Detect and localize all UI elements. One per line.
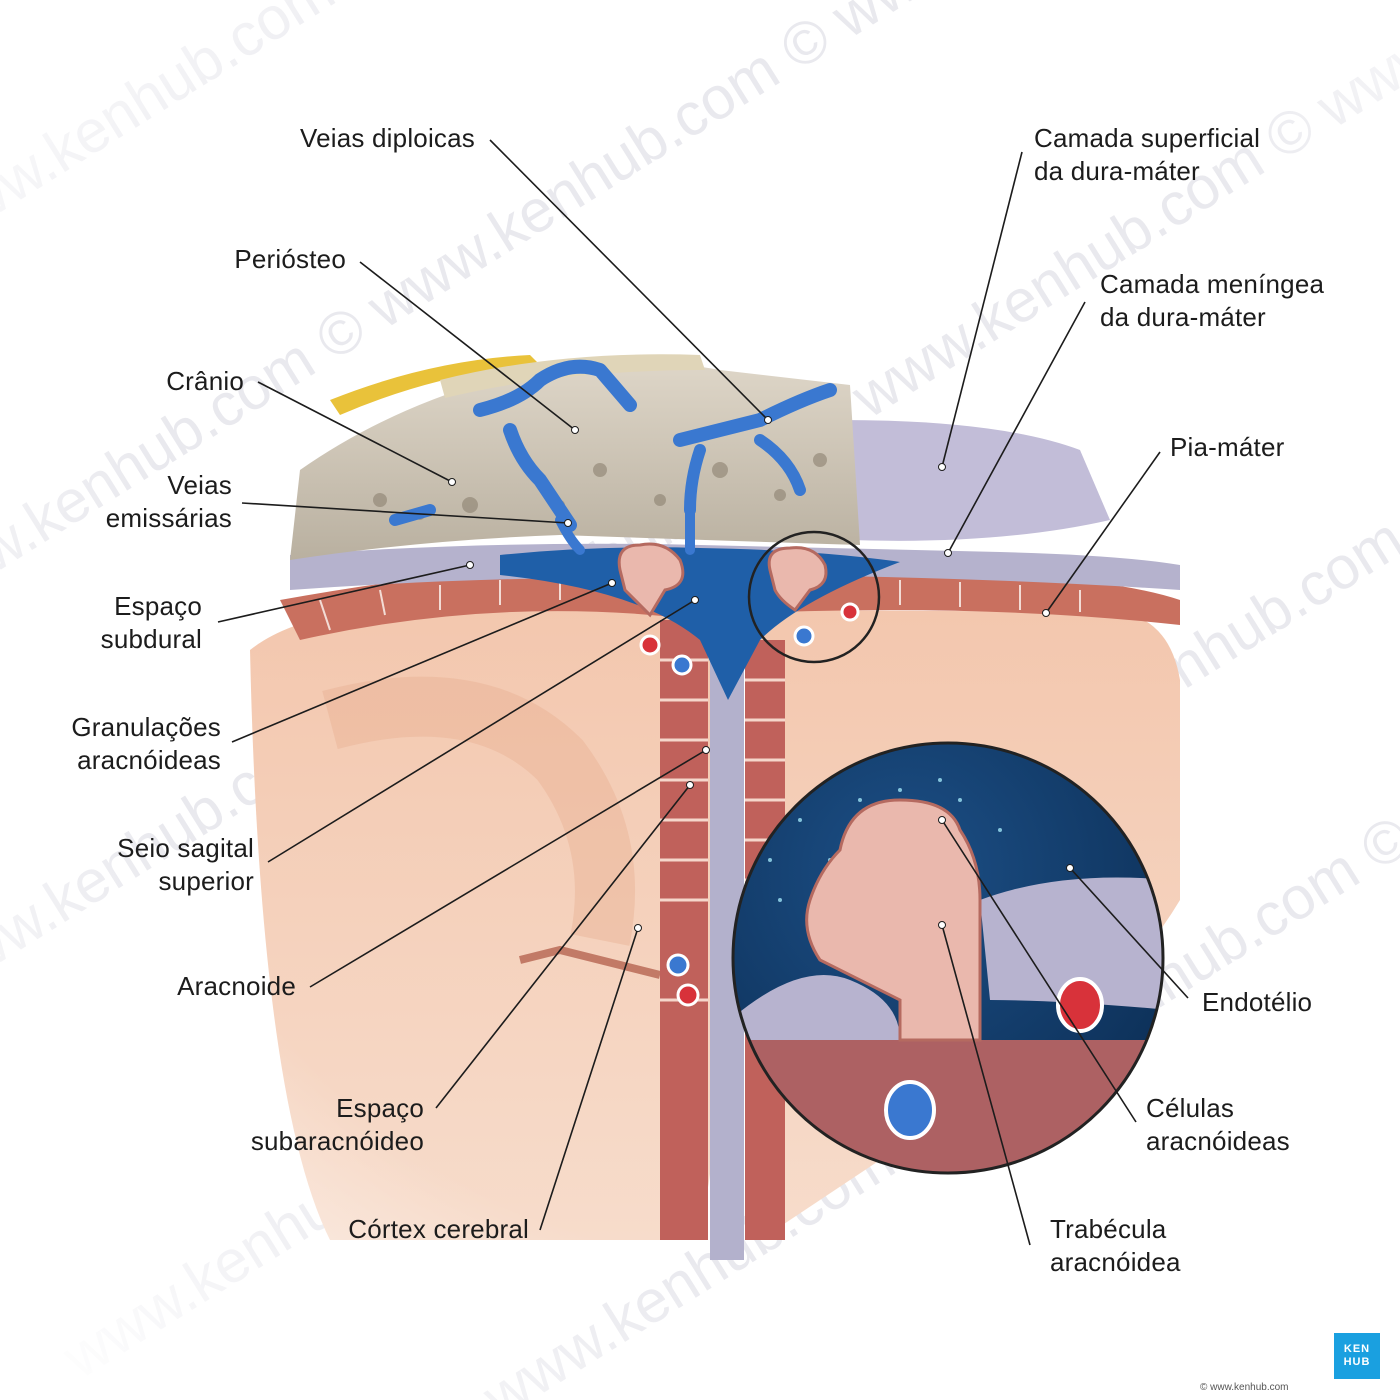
label-periosteo: Periósteo <box>234 244 346 274</box>
label-cortex-cerebral: Córtex cerebral <box>348 1214 529 1244</box>
leader-dots <box>448 416 1074 932</box>
copyright-text: © www.kenhub.com <box>1200 1382 1289 1393</box>
label-aracnoide: Aracnoide <box>177 971 296 1001</box>
leader-lines <box>217 139 1189 1246</box>
label-veias-diploicas: Veias diploicas <box>300 123 475 153</box>
label-endotelio: Endotélio <box>1202 987 1313 1017</box>
label-cranio: Crânio <box>166 366 244 396</box>
label-pia-mater: Pia-máter <box>1170 432 1285 462</box>
